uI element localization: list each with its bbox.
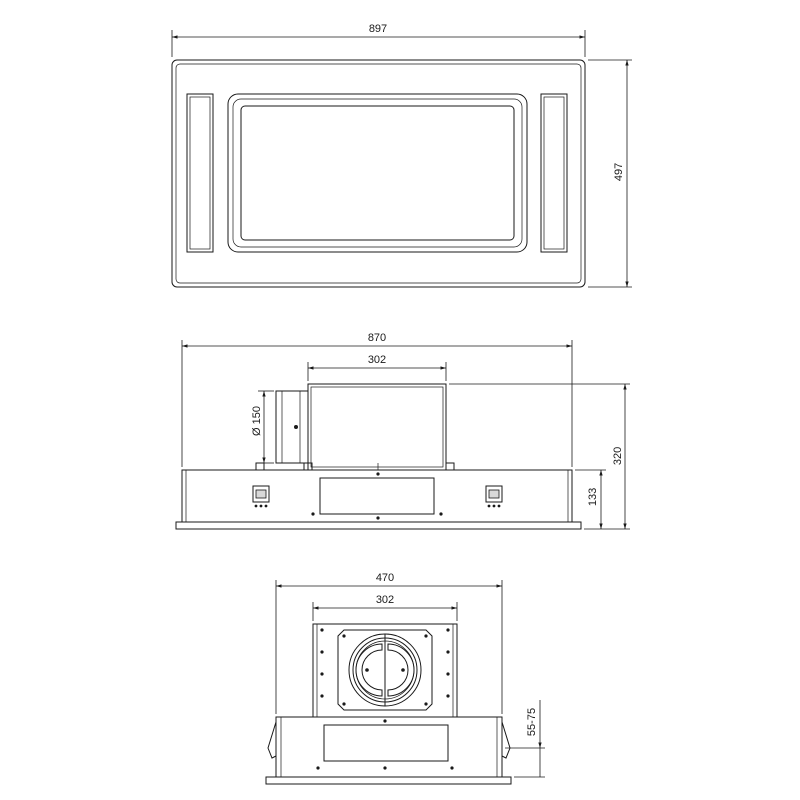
motor-housing-inner [310,386,444,468]
filter-panel [240,105,515,241]
connector-left [252,485,270,503]
filter-frame-inner [232,98,523,248]
side-screw-right [439,512,443,516]
right-light-strip [540,93,568,253]
end-panel-screw-left [316,766,320,770]
end-panel-screw-bottom [383,766,387,770]
adjust-range-label: 55-75 [526,708,538,736]
end-screw-5 [320,672,324,676]
end-screw-1 [320,628,324,632]
flange-bolt-4 [424,702,428,706]
end-panel-screw-right [450,766,454,770]
end-screw-2 [446,628,450,632]
duct-flange-plate [337,629,433,711]
side-width-label: 870 [368,332,386,344]
side-screw-left [311,512,315,516]
end-center-panel [323,724,449,762]
end-screw-6 [446,672,450,676]
connector-left-face [255,489,267,499]
flange-bolt-1 [342,634,346,638]
damper-pin-left [365,668,369,672]
end-view: 470 302 55-75 [265,572,545,785]
end-screw-8 [446,694,450,698]
flange-bolt-3 [342,702,346,706]
end-screw-3 [320,650,324,654]
left-light-strip [186,93,214,253]
side-center-panel [319,477,435,515]
top-width-label: 897 [369,23,387,35]
connector-left-pin-3 [264,504,268,508]
side-screw-top [376,472,380,476]
connector-right-pin-1 [487,504,491,508]
side-motor-width-label: 302 [368,354,386,366]
end-hood-body [275,716,503,778]
end-motor-width-label: 302 [376,594,394,606]
top-height-label: 497 [613,163,625,181]
duct-screw [294,425,298,429]
damper-flap-left [355,643,383,697]
end-width-label: 470 [376,572,394,584]
connector-right-pin-3 [497,504,501,508]
duct-diameter-label: Ø 150 [251,406,263,436]
damper-flap-right [387,643,415,697]
filter-frame [227,93,528,253]
end-screw-7 [320,694,324,698]
connector-right-face [488,489,500,499]
connector-left-pin-1 [254,504,258,508]
top-view: 897 497 [171,23,632,288]
motor-housing [307,383,447,471]
connector-right [485,485,503,503]
end-panel-screw-top [383,719,387,723]
top-inner-edge [175,63,582,284]
mounting-bracket-right [501,721,511,759]
connector-left-pin-2 [259,504,263,508]
mounting-bracket-left [267,721,277,759]
side-tab-right [445,462,455,471]
top-outer-panel [171,59,586,288]
damper-pin-right [401,668,405,672]
right-light-strip-inner [543,96,565,250]
duct-spigot [275,390,309,464]
left-light-strip-inner [189,96,211,250]
connector-right-pin-2 [492,504,496,508]
flange-bolt-2 [424,634,428,638]
side-tab-left [255,462,265,471]
hood-bottom-frame [175,521,582,530]
side-body-height-label: 133 [587,488,599,506]
end-bottom-frame [265,776,512,785]
side-screw-bottom [376,516,380,520]
side-view: 870 302 Ø 150 320 133 [175,332,630,530]
side-total-height-label: 320 [612,447,624,465]
end-screw-4 [446,650,450,654]
